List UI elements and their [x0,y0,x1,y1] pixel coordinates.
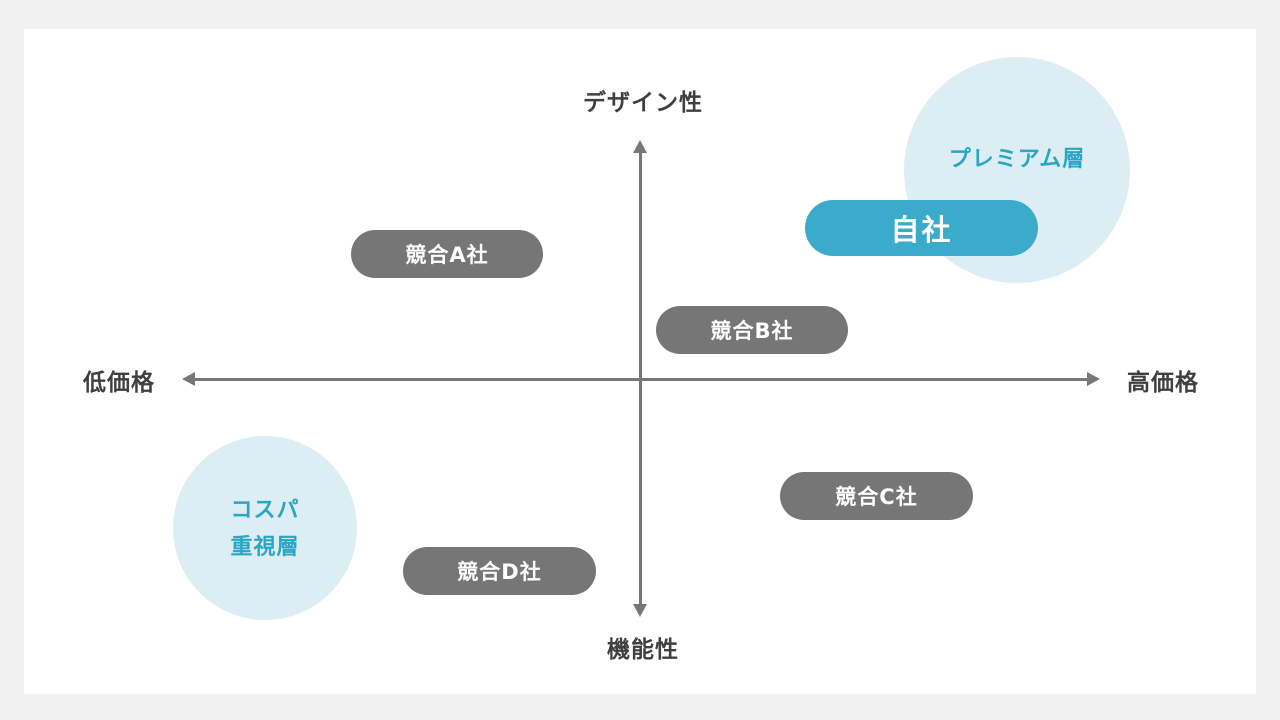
competitor-c-pill: 競合C社 [780,472,973,520]
axis-label-function: 機能性 [607,637,679,663]
cospa-segment-label: コスパ 重視層 [230,492,299,566]
cospa-segment-circle [173,436,357,620]
cospa-segment-label-line2: 重視層 [230,535,300,560]
competitor-a-pill: 競合A社 [351,230,543,278]
competitor-d-pill: 競合D社 [403,547,596,595]
slide-canvas: プレミアム層 コスパ 重視層 デザイン性 機能性 低価格 高価格 自社 競合A社… [24,29,1256,694]
horizontal-axis-line [194,378,1088,381]
competitor-b-pill: 競合B社 [656,306,848,354]
axis-arrow-left-icon [182,372,195,386]
premium-segment-label: プレミアム層 [948,147,1086,172]
own-company-pill: 自社 [805,200,1038,256]
cospa-segment-label-line1: コスパ [230,498,300,523]
axis-label-high-price: 高価格 [1127,370,1199,396]
axis-label-design: デザイン性 [583,90,703,116]
axis-arrow-right-icon [1087,372,1100,386]
axis-arrow-up-icon [633,140,647,153]
axis-arrow-down-icon [633,604,647,617]
axis-label-low-price: 低価格 [83,370,155,396]
